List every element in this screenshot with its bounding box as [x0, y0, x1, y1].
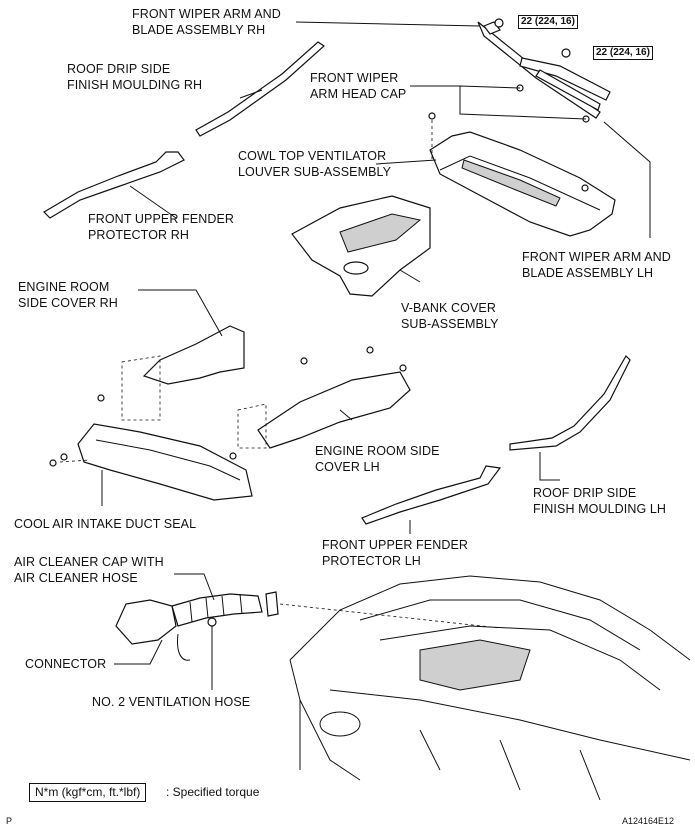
roof-drip-moulding-rh	[195, 41, 325, 137]
label-connector: CONNECTOR	[25, 657, 107, 671]
legend-torque-unit: N*m (kgf*cm, ft.*lbf)	[29, 783, 147, 802]
wiper-arm-lh	[519, 48, 611, 111]
label-vbank-cover: V-BANK COVER SUB-ASSEMBLY	[401, 301, 499, 331]
air-cleaner-cap-hose	[115, 591, 501, 661]
page-marker: P	[6, 816, 13, 826]
label-fender-prot-rh: FRONT UPPER FENDER PROTECTOR RH	[88, 212, 235, 242]
label-roof-drip-lh: ROOF DRIP SIDE FINISH MOULDING LH	[533, 486, 667, 516]
label-vent-hose: NO. 2 VENTILATION HOSE	[92, 695, 251, 709]
figure-code: A124164E12	[622, 816, 675, 826]
cool-air-intake-duct-seal	[59, 423, 253, 501]
engine-room-side-cover-lh	[237, 371, 411, 449]
label-head-cap: FRONT WIPER ARM HEAD CAP	[310, 71, 407, 101]
label-wiper-lh: FRONT WIPER ARM AND BLADE ASSEMBLY LH	[522, 250, 671, 280]
roof-drip-moulding-lh	[509, 355, 631, 451]
label-fender-prot-lh: FRONT UPPER FENDER PROTECTOR LH	[322, 538, 469, 568]
label-cowl-louver: COWL TOP VENTILATOR LOUVER SUB-ASSEMBLY	[238, 149, 392, 179]
label-roof-drip-rh: ROOF DRIP SIDE FINISH MOULDING RH	[67, 62, 203, 92]
label-engine-side-lh: ENGINE ROOM SIDE COVER LH	[315, 444, 440, 474]
label-air-cleaner-cap: AIR CLEANER CAP WITH AIR CLEANER HOSE	[14, 555, 164, 585]
label-wiper-rh: FRONT WIPER ARM AND BLADE ASSEMBLY RH	[132, 7, 281, 37]
bolts	[49, 112, 589, 467]
v-bank-cover	[291, 195, 431, 297]
engine-room-side-cover-rh	[121, 325, 245, 421]
torque-callout-rh: 22 (224, 16)	[518, 15, 578, 29]
fender-protector-lh	[361, 465, 502, 525]
leader-lines	[101, 21, 651, 690]
label-engine-side-rh: ENGINE ROOM SIDE COVER RH	[18, 280, 118, 310]
fender-protector-rh	[43, 151, 185, 219]
torque-callout-lh: 22 (224, 16)	[593, 46, 653, 60]
vehicle-engine-bay	[289, 575, 691, 801]
cowl-louver	[429, 131, 616, 237]
legend-description: : Specified torque	[166, 785, 260, 799]
label-cool-air-seal: COOL AIR INTAKE DUCT SEAL	[14, 517, 197, 531]
